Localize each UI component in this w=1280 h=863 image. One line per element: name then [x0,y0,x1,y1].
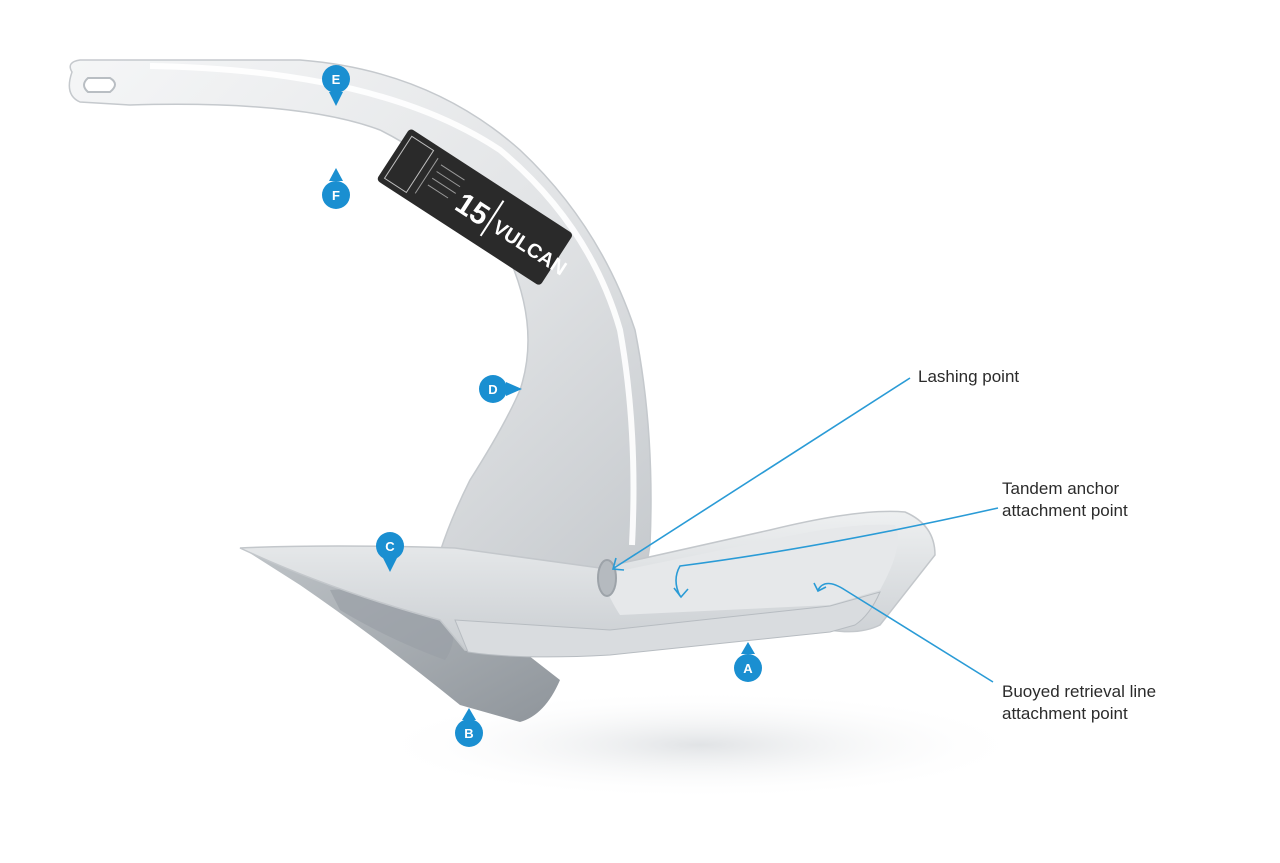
anchor-fluke-floor [600,524,898,615]
marker-pointer [383,558,397,572]
anchor-shank [68,59,652,609]
marker-pointer [329,92,343,106]
marker-letter: D [488,382,497,397]
marker-D: D [479,375,522,403]
callout-line: Buoyed retrieval line [1002,682,1157,701]
marker-badge [479,375,507,403]
marker-badge [455,719,483,747]
leader-lines [611,377,999,683]
leader-lashing-point-arrow [611,557,625,571]
marker-pointer [329,168,343,181]
callout-line: Tandem anchor [1002,479,1120,498]
marker-pointer [462,708,476,720]
marker-badge [322,181,350,209]
callout-line: Lashing point [918,367,1020,386]
leader-retrieval-point [817,582,994,683]
marker-B: B [455,708,483,747]
leader-tandem-point-arrow [673,587,689,599]
marker-badge [734,654,762,682]
callout-line: attachment point [1002,704,1128,723]
marker-letter: A [743,661,753,676]
marker-F: F [322,168,350,209]
callout-lashing-point: Lashing point [918,366,1019,388]
marker-letter: E [332,72,341,87]
leader-tandem-point [675,507,999,597]
anchor-shackle-eye [83,77,116,93]
callout-tandem-anchor-point: Tandem anchor attachment point [1002,478,1128,522]
marker-letter: F [332,188,340,203]
marker-E: E [322,65,350,106]
marker-badge [322,65,350,93]
marker-A: A [734,642,762,682]
leader-retrieval-point-arrow [813,582,827,593]
callout-line: attachment point [1002,501,1128,520]
leader-lashing-point [613,377,911,569]
anchor-fluke-rim [454,591,881,658]
marker-badge [376,532,404,560]
shank-decal: 15 VULCAN [377,129,573,285]
marker-pointer [741,642,755,654]
marker-letter: B [464,726,473,741]
lashing-slot [597,559,617,597]
callout-buoyed-retrieval-point: Buoyed retrieval line attachment point [1002,681,1156,725]
marker-C: C [376,532,404,572]
floor-shadow [370,690,1030,800]
marker-letter: C [385,539,395,554]
marker-pointer [506,382,522,396]
